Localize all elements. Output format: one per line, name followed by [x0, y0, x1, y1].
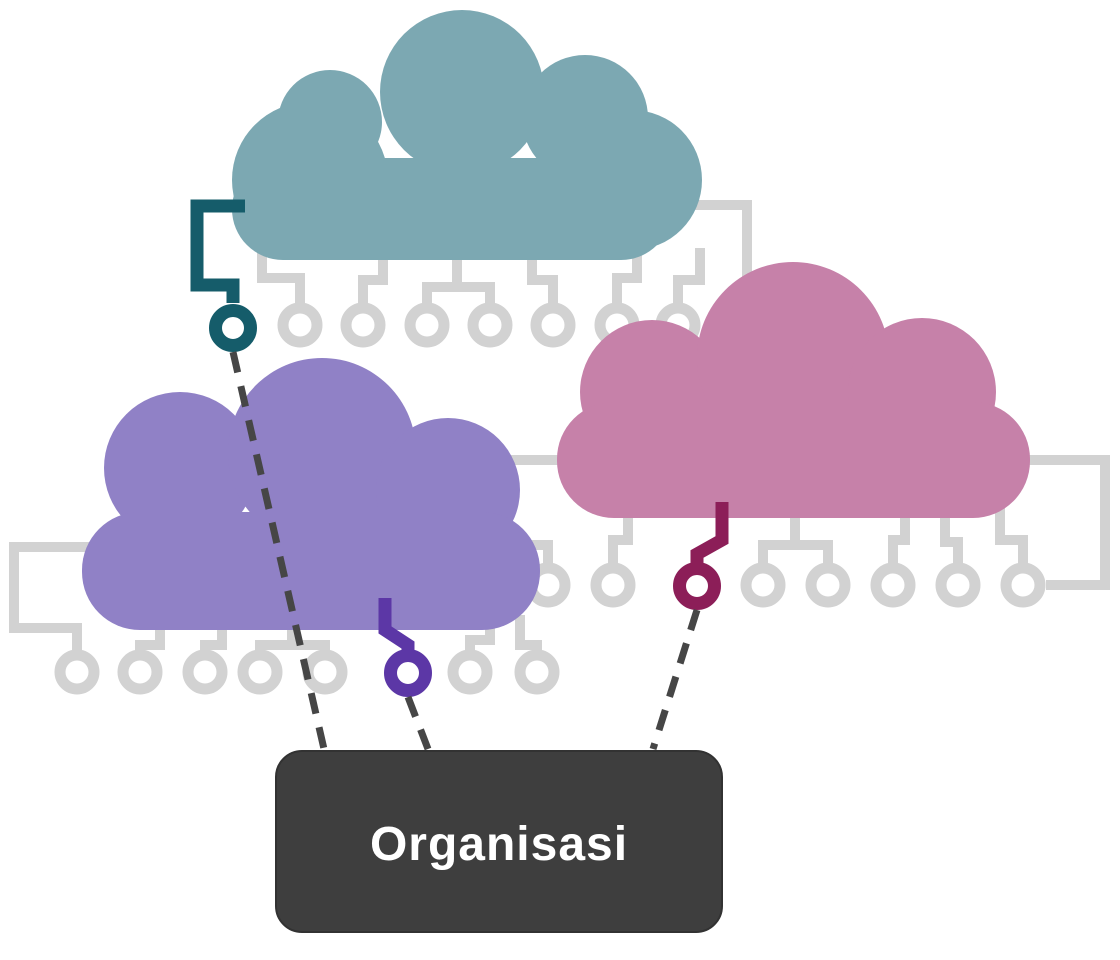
circuit-traces-gray: [9, 200, 1110, 695]
pink-cloud-circuit: [492, 455, 1110, 608]
circuit-node: [514, 649, 560, 695]
purple-connector-node: [384, 649, 432, 697]
circuit-trace: [257, 240, 305, 307]
circuit-trace: [608, 505, 633, 568]
dashed-links: [229, 351, 701, 751]
pink-cloud: [557, 262, 1030, 518]
circuit-node: [1000, 562, 1046, 608]
maroon-connector-trace: [690, 502, 729, 566]
circuit-node: [302, 649, 348, 695]
circuit-node: [340, 302, 386, 348]
dashed-link-purple: [404, 695, 432, 751]
circuit-trace: [758, 540, 833, 568]
circuit-trace: [422, 282, 495, 307]
teal-cloud-circuit: [257, 200, 752, 420]
organization-box-shape: [275, 750, 723, 933]
teal-cloud: [232, 10, 702, 260]
maroon-connector-node: [673, 562, 721, 610]
teal-connector-trace: [190, 199, 245, 303]
circuit-trace: [673, 248, 705, 307]
circuit-trace: [612, 240, 642, 307]
circuit-trace: [9, 542, 90, 655]
teal-connector: [190, 199, 257, 352]
circuit-node: [870, 562, 916, 608]
circuit-node: [182, 649, 228, 695]
circuit-node: [277, 302, 323, 348]
circuit-node: [805, 562, 851, 608]
circuit-node: [740, 562, 786, 608]
organization-box: Organisasi: [275, 750, 723, 933]
circuit-trace: [1020, 455, 1110, 590]
circuit-trace: [940, 505, 963, 568]
circuit-node: [404, 302, 450, 348]
circuit-trace: [888, 505, 910, 568]
purple-connector: [378, 598, 432, 697]
circuit-node: [117, 649, 163, 695]
circuit-node: [447, 649, 493, 695]
circuit-node: [467, 302, 513, 348]
circuit-node: [935, 562, 981, 608]
purple-cloud-circuit: [9, 542, 560, 695]
purple-cloud: [82, 358, 540, 630]
dashed-link-maroon: [649, 608, 701, 751]
circuit-node: [590, 562, 636, 608]
maroon-connector: [673, 502, 729, 610]
circuit-trace: [515, 615, 542, 655]
circuit-trace: [995, 505, 1028, 568]
circuit-node: [54, 649, 100, 695]
circuit-node: [237, 649, 283, 695]
teal-connector-node: [209, 304, 257, 352]
organization-box-label: Organisasi: [370, 818, 628, 871]
circuit-node: [530, 302, 576, 348]
